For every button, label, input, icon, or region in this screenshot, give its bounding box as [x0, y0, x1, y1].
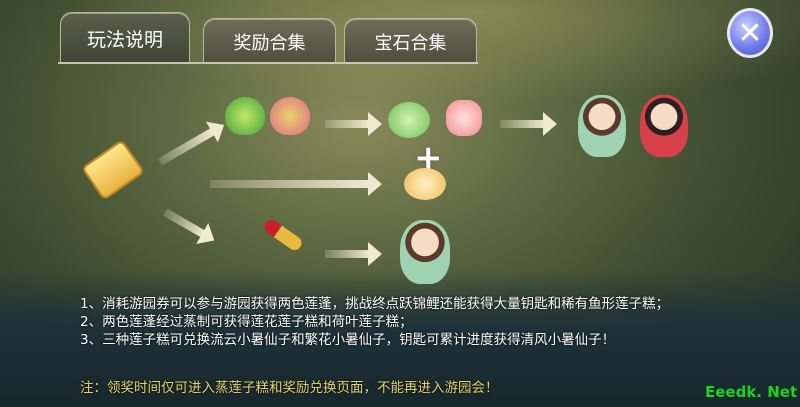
- pink-lotus-cake-icon: [446, 100, 482, 136]
- lotus-pod-pink-icon: [270, 97, 310, 135]
- rule-2: 2、两色莲蓬经过蒸制可获得莲花莲子糕和荷叶莲子糕；: [80, 314, 413, 330]
- tab-underline: [58, 62, 478, 64]
- tab-rules[interactable]: 玩法说明: [60, 12, 190, 64]
- arrow-icon: [163, 208, 206, 238]
- close-button[interactable]: ✕: [727, 8, 773, 58]
- watermark: Eeedk. Net: [705, 383, 798, 401]
- key-icon: [261, 217, 305, 253]
- lotus-pod-green-icon: [225, 97, 265, 135]
- rules-text: 1、消耗游园券可以参与游园获得两色莲蓬，挑战终点跃锦鲤还能获得大量钥匙和稀有鱼形…: [80, 295, 720, 349]
- fairy-qingfeng-icon: [400, 220, 450, 284]
- ticket-icon: [81, 139, 145, 201]
- arrow-icon: [158, 127, 216, 166]
- close-x-icon: ✕: [737, 15, 763, 51]
- note-text: 注：领奖时间仅可进入蒸莲子糕和奖励兑换页面，不能再进入游园会！: [80, 380, 499, 396]
- tab-rewards[interactable]: 奖励合集: [203, 18, 336, 64]
- fairy-fanhua-icon: [640, 95, 688, 157]
- tab-gems[interactable]: 宝石合集: [344, 18, 477, 64]
- fish-cake-icon: [404, 168, 446, 200]
- rule-1: 1、消耗游园券可以参与游园获得两色莲蓬，挑战终点跃锦鲤还能获得大量钥匙和稀有鱼形…: [80, 296, 670, 312]
- green-lotus-cake-icon: [388, 102, 430, 138]
- arrow-icon: [325, 242, 382, 266]
- fairy-liuyun-icon: [578, 95, 626, 157]
- rule-3: 3、三种莲子糕可兑换流云小暑仙子和繁花小暑仙子，钥匙可累计进度获得清风小暑仙子！: [80, 332, 616, 348]
- background-water: [0, 270, 800, 407]
- arrow-icon: [210, 172, 382, 196]
- arrow-icon: [325, 112, 382, 136]
- arrow-icon: [500, 112, 557, 136]
